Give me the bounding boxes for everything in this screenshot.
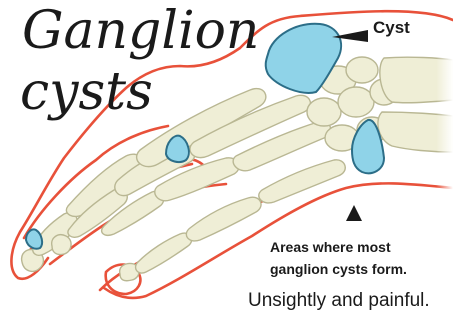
areas-label-line-2: ganglion cysts form.	[270, 258, 407, 280]
carpal-3	[307, 98, 341, 126]
caption: Unsightly and painful.	[248, 290, 430, 312]
areas-label: Areas where most ganglion cysts form.	[270, 236, 407, 280]
middle-distal-phalanx	[52, 235, 71, 255]
cyst-label: Cyst	[373, 18, 410, 38]
title-line-2: cysts	[20, 66, 153, 118]
area-marker-triangle	[346, 205, 362, 221]
little-middle-phalanx	[136, 233, 192, 273]
little-proximal-phalanx	[186, 197, 261, 241]
areas-label-line-1: Areas where most	[270, 236, 407, 258]
title-line-1: Ganglion	[22, 5, 259, 57]
metacarpal-4	[259, 160, 345, 203]
forearm-fade	[360, 40, 453, 200]
cyst-fingertip	[26, 229, 42, 248]
